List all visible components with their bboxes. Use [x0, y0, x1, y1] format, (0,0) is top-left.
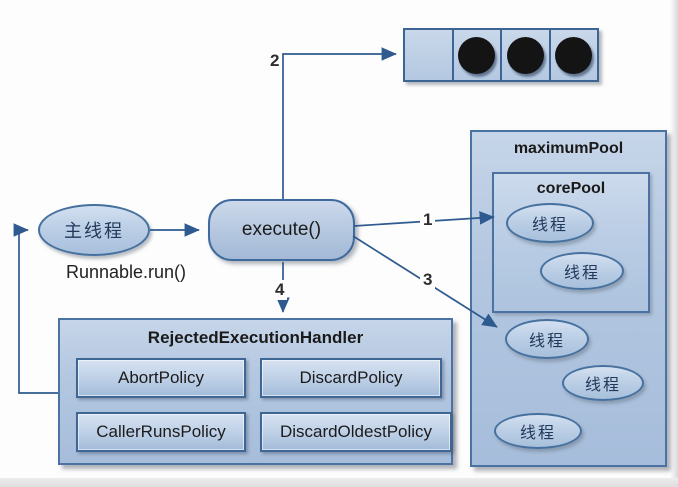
core-thread-node-2: 线程 — [540, 252, 624, 290]
core-pool-box: corePool 线程 线程 — [492, 172, 650, 313]
main-thread-label: 主线程 — [64, 221, 124, 241]
step-label-1: 1 — [420, 210, 436, 230]
handler-title: RejectedExecutionHandler — [147, 328, 364, 347]
step-label-4: 4 — [272, 280, 288, 300]
queue-cell — [405, 30, 454, 80]
arrow-handler-to-main-thread — [13, 223, 58, 394]
queue-cell — [502, 30, 551, 80]
thread-label: 线程 — [563, 265, 600, 282]
task-dot — [458, 36, 496, 74]
queue-cell — [453, 30, 502, 80]
page-edge-shadow-bottom — [0, 478, 678, 487]
arrow-execute-to-queue — [282, 47, 397, 199]
caller-runs-policy-box: CallerRunsPolicy — [76, 412, 246, 452]
maximum-pool-box: maximumPool corePool 线程 线程 线程 线程 线程 — [470, 130, 667, 467]
task-queue — [403, 28, 599, 82]
execute-node: execute() — [208, 199, 355, 261]
runnable-run-label: Runnable.run() — [65, 262, 187, 282]
discard-policy-box: DiscardPolicy — [260, 358, 442, 398]
step-label-2: 2 — [267, 51, 283, 71]
page-edge-shadow-right — [670, 0, 678, 487]
core-pool-title: corePool — [536, 180, 606, 197]
max-thread-node-1: 线程 — [505, 319, 589, 359]
thread-label: 线程 — [584, 377, 621, 394]
task-dot — [555, 36, 593, 74]
rejected-execution-handler-box: RejectedExecutionHandler AbortPolicy Dis… — [58, 318, 453, 465]
maximum-pool-title: maximumPool — [513, 140, 624, 157]
max-thread-node-2: 线程 — [562, 365, 644, 401]
core-thread-node-1: 线程 — [506, 203, 594, 243]
step-label-3: 3 — [420, 270, 436, 290]
thread-label: 线程 — [531, 217, 568, 234]
execute-label: execute() — [241, 219, 322, 240]
abort-policy-box: AbortPolicy — [76, 358, 246, 398]
task-dot — [506, 36, 544, 74]
discard-oldest-policy-box: DiscardOldestPolicy — [260, 412, 452, 452]
queue-cell — [550, 30, 597, 80]
thread-label: 线程 — [528, 333, 565, 350]
main-thread-node: 主线程 — [38, 204, 150, 256]
thread-label: 线程 — [519, 425, 556, 442]
max-thread-node-3: 线程 — [494, 413, 582, 449]
